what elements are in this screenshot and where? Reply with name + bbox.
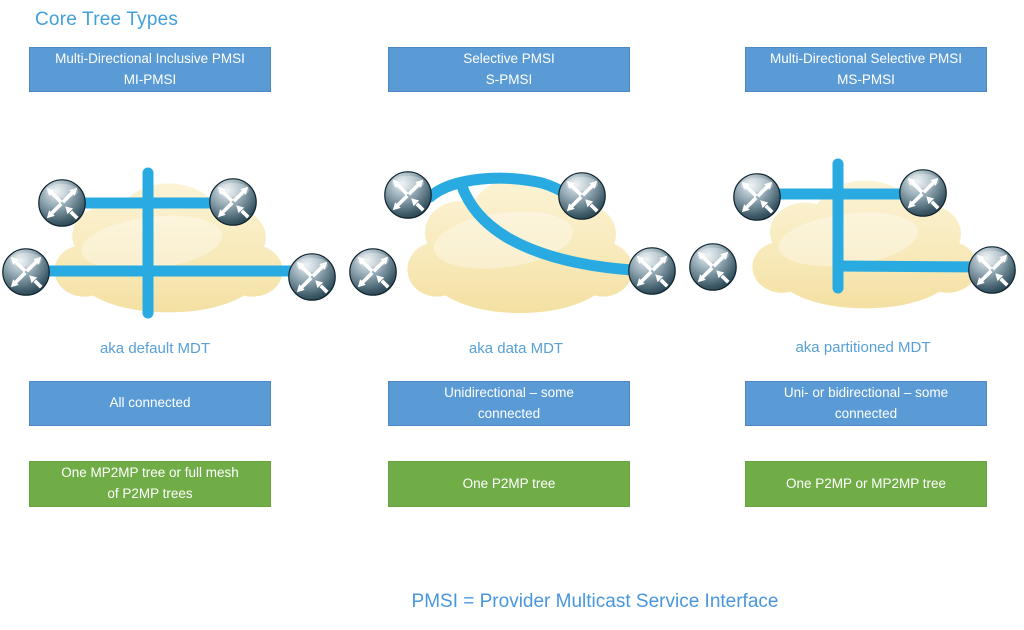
tree-type-line: One P2MP or MP2MP tree (785, 475, 947, 491)
router-icon (36, 178, 87, 228)
connectivity-line: Uni- or bidirectional – some (783, 384, 949, 400)
router-icon (731, 172, 783, 222)
connectivity-line: connected (477, 405, 541, 421)
provider-cloud-icon (752, 180, 978, 309)
router-icon (897, 168, 949, 218)
tree-type-box-mi-pmsi: One MP2MP tree or full mesh of P2MP tree… (29, 461, 271, 507)
tree-link-lines (751, 158, 994, 294)
router-icon (687, 242, 739, 293)
router-icon (556, 171, 608, 221)
header-box-s-pmsi: Selective PMSI S-PMSI (388, 47, 630, 92)
aka-label-data-mdt: aka data MDT (468, 340, 564, 357)
router-icon (347, 247, 399, 298)
tree-link-lines (424, 172, 654, 277)
header-line: MI-PMSI (123, 71, 177, 87)
page-title: Core Tree Types (35, 9, 179, 30)
router-icon (626, 246, 678, 297)
mi-pmsi-diagram (0, 167, 338, 319)
connectivity-box-ms-pmsi: Uni- or bidirectional – some connected (745, 381, 987, 426)
connectivity-line: connected (834, 405, 898, 421)
connectivity-line: All connected (109, 395, 191, 411)
router-icon (286, 252, 338, 303)
provider-cloud-icon (407, 177, 633, 314)
tree-type-box-s-pmsi: One P2MP tree (388, 461, 630, 507)
header-box-mi-pmsi: Multi-Directional Inclusive PMSI MI-PMSI (29, 47, 271, 92)
router-icon (208, 177, 259, 227)
tree-type-line: of P2MP trees (107, 486, 193, 501)
header-line: Multi-Directional Inclusive PMSI (55, 50, 245, 66)
connectivity-line: Unidirectional – some (444, 384, 574, 400)
tree-link-lines (21, 167, 317, 319)
tree-type-line: One MP2MP tree or full mesh (61, 465, 239, 481)
header-line: Selective PMSI (463, 50, 555, 66)
header-line: S-PMSI (485, 71, 533, 87)
provider-cloud-icon (54, 183, 283, 313)
tree-type-box-ms-pmsi: One P2MP or MP2MP tree (745, 461, 987, 507)
pmsi-definition-note: PMSI = Provider Multicast Service Interf… (411, 591, 779, 612)
aka-label-default-mdt: aka default MDT (99, 340, 211, 357)
connectivity-box-s-pmsi: Unidirectional – some connected (388, 381, 630, 426)
s-pmsi-diagram (347, 170, 678, 314)
ms-pmsi-diagram (687, 158, 1018, 309)
header-line: Multi-Directional Selective PMSI (769, 50, 963, 66)
router-icon (966, 245, 1018, 296)
tree-type-line: One P2MP tree (462, 475, 556, 491)
header-box-ms-pmsi: Multi-Directional Selective PMSI MS-PMSI (745, 47, 987, 92)
connectivity-box-mi-pmsi: All connected (29, 381, 271, 426)
router-icon (382, 170, 434, 220)
router-icon (0, 247, 52, 298)
header-line: MS-PMSI (837, 71, 895, 87)
aka-label-partitioned-mdt: aka partitioned MDT (795, 339, 931, 356)
